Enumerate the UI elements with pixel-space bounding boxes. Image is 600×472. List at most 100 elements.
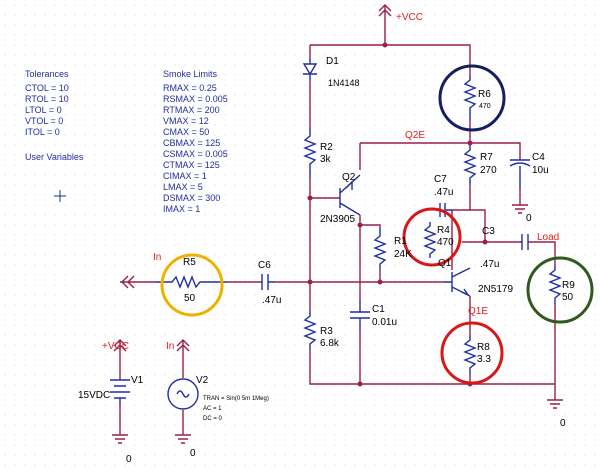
q2-value: 2N3905 (320, 214, 355, 225)
in-source-arrow (176, 339, 190, 352)
ground-label: 0 (526, 213, 532, 224)
ground-label: 0 (190, 448, 196, 459)
d1-diode-symbol (302, 58, 318, 80)
r8-ref: R8 (477, 342, 490, 353)
smoke-limit-item: DSMAX = 300 (163, 193, 220, 203)
c4-capacitor-symbol (509, 159, 531, 188)
r7-ref: R7 (480, 152, 493, 163)
smoke-limit-item: RSMAX = 0.005 (163, 94, 228, 104)
in-arrow-symbol (120, 275, 135, 289)
v2-attr: TRAN = Sin(0 5m 1Meg) (203, 396, 269, 402)
c7-ref: C7 (434, 174, 447, 185)
ground-label: 0 (126, 454, 132, 465)
v2-attr: DC = 0 (203, 416, 223, 422)
r4-resistor-symbol (423, 222, 437, 258)
r8-resistor-symbol (463, 335, 477, 374)
tolerances-title: Tolerances (25, 69, 69, 79)
d1-value: 1N4148 (328, 78, 360, 88)
r9-ref: R9 (562, 280, 575, 291)
r4-ref: R4 (437, 225, 450, 236)
tolerance-item: CTOL = 10 (25, 83, 69, 93)
r6-ref: R6 (478, 89, 491, 100)
wires (119, 22, 556, 435)
ground-main-icon (547, 399, 563, 409)
r3-ref: R3 (320, 326, 333, 337)
v2-attr: AC = 1 (203, 406, 222, 412)
r3-resistor-symbol (303, 310, 317, 350)
r6-highlight (438, 64, 506, 132)
r5-highlight (160, 253, 224, 317)
q1-ref: Q1 (438, 258, 452, 269)
q2e-label: Q2E (405, 130, 425, 141)
r6-value: 470 (479, 103, 491, 110)
ground-v2-icon (175, 434, 191, 444)
r5-value: 50 (184, 293, 196, 304)
v2-ref: V2 (196, 375, 209, 386)
r8-highlight (440, 321, 504, 385)
vcc-top-label: +VCC (396, 12, 423, 23)
smoke-limit-item: CSMAX = 0.005 (163, 149, 228, 159)
r9-resistor-symbol (548, 265, 562, 305)
r7-value: 270 (480, 165, 497, 176)
smoke-limits-title: Smoke Limits (163, 69, 218, 79)
r9-value: 50 (562, 292, 574, 303)
net-labels: +VCC Q2E Q1E Load In +VCC In (102, 12, 559, 352)
r6-resistor-symbol (463, 75, 477, 120)
r9-highlight (526, 256, 594, 324)
load-label: Load (537, 232, 559, 243)
r2-value: 3k (320, 154, 332, 165)
q1-value: 2N5179 (478, 284, 513, 295)
vcc-source-arrow (113, 339, 127, 352)
c6-capacitor-symbol (261, 274, 275, 290)
r2-ref: R2 (320, 142, 333, 153)
tolerance-item: VTOL = 0 (25, 116, 63, 126)
v1-battery-symbol (110, 379, 130, 405)
in-source-label: In (166, 341, 174, 352)
smoke-limit-item: CTMAX = 125 (163, 160, 220, 170)
crosshair-icon (54, 190, 66, 202)
ground-c4-icon (512, 204, 528, 214)
smoke-limit-item: IMAX = 1 (163, 204, 200, 214)
ground-v1-icon (112, 434, 128, 444)
v1-ref: V1 (131, 375, 144, 386)
c1-ref: C1 (372, 304, 385, 315)
v2-source-symbol (167, 378, 199, 410)
tolerances-block: Tolerances CTOL = 10 RTOL = 10 LTOL = 0 … (25, 69, 84, 162)
ground-labels: 0 0 0 0 (126, 213, 566, 465)
smoke-limits-block: Smoke Limits RMAX = 0.25 RSMAX = 0.005 R… (163, 69, 228, 214)
smoke-limit-item: CMAX = 50 (163, 127, 209, 137)
r1-value: 24K (394, 249, 412, 260)
c1-capacitor-symbol (350, 300, 370, 330)
c7-capacitor-symbol (436, 203, 452, 217)
smoke-limit-item: VMAX = 12 (163, 116, 209, 126)
tolerance-item: RTOL = 10 (25, 94, 69, 104)
user-variables-title: User Variables (25, 152, 84, 162)
tolerance-item: LTOL = 0 (25, 105, 62, 115)
c7-value: .47u (434, 187, 453, 198)
r5-ref: R5 (183, 257, 196, 268)
r7-resistor-symbol (463, 145, 477, 185)
tolerance-item: ITOL = 0 (25, 127, 60, 137)
r1-resistor-symbol (373, 228, 387, 270)
highlight-circles (160, 64, 594, 385)
vcc-top-symbol (378, 4, 392, 22)
c4-ref: C4 (532, 152, 545, 163)
c4-value: 10u (532, 165, 549, 176)
component-labels: D1 1N4148 R6 470 R2 3k R7 270 C4 10u Q2 … (78, 56, 575, 422)
q2-transistor-symbol (339, 174, 361, 216)
r8-value: 3.3 (477, 354, 491, 365)
q1e-label: Q1E (468, 306, 488, 317)
r3-value: 6.8k (320, 338, 340, 349)
q1-transistor-symbol (444, 267, 471, 297)
c6-value: .47u (262, 295, 281, 306)
smoke-limit-item: LMAX = 5 (163, 182, 203, 192)
in-label: In (153, 252, 161, 263)
r4-value: 470 (437, 237, 454, 248)
r2-resistor-symbol (303, 128, 317, 178)
c3-capacitor-symbol (520, 234, 529, 250)
smoke-limit-item: CIMAX = 1 (163, 171, 207, 181)
c3-value: .47u (480, 259, 499, 270)
v1-value: 15VDC (78, 390, 110, 401)
